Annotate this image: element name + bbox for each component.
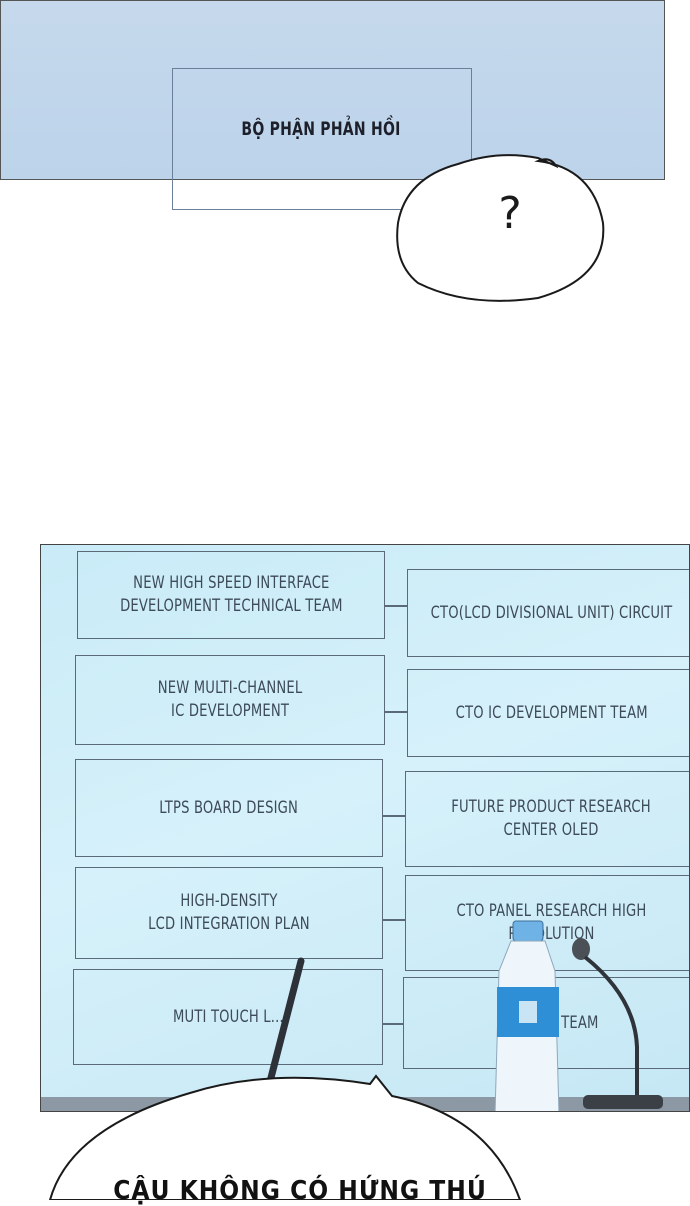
org-box-left-1: NEW HIGH SPEED INTERFACE DEVELOPMENT TEC… — [77, 551, 385, 639]
connector-line — [383, 919, 405, 921]
org-chart-panel: NEW HIGH SPEED INTERFACE DEVELOPMENT TEC… — [40, 544, 690, 1112]
org-box-left-3: LTPS BOARD DESIGN — [75, 759, 383, 857]
microphone-icon — [572, 938, 663, 1109]
top-inner-frame — [172, 68, 472, 210]
speech-text-bottom: CẬU KHÔNG CÓ HỨNG THÚ — [113, 1176, 487, 1206]
org-box-right-2: CTO IC DEVELOPMENT TEAM — [407, 669, 689, 757]
org-box-left-4: HIGH-DENSITY LCD INTEGRATION PLAN — [75, 867, 383, 959]
top-panel — [0, 0, 665, 180]
speech-bubble-bottom — [48, 1074, 522, 1200]
org-box-right-1: CTO(LCD DIVISIONAL UNIT) CIRCUIT — [407, 569, 689, 657]
connector-line — [385, 711, 407, 713]
connector-line — [383, 1023, 403, 1025]
connector-line — [383, 815, 405, 817]
org-box-left-5: MUTI TOUCH L... — [73, 969, 383, 1065]
water-bottle-icon — [494, 920, 560, 1111]
org-box-left-2: NEW MULTI-CHANNEL IC DEVELOPMENT — [75, 655, 385, 745]
speech-bubble-top — [396, 154, 605, 302]
org-box-right-3: FUTURE PRODUCT RESEARCH CENTER OLED — [405, 771, 689, 867]
question-mark-text: ? — [498, 188, 522, 239]
connector-line — [385, 605, 407, 607]
department-label: BỘ PHẬN PHẢN HỒI — [241, 118, 401, 140]
